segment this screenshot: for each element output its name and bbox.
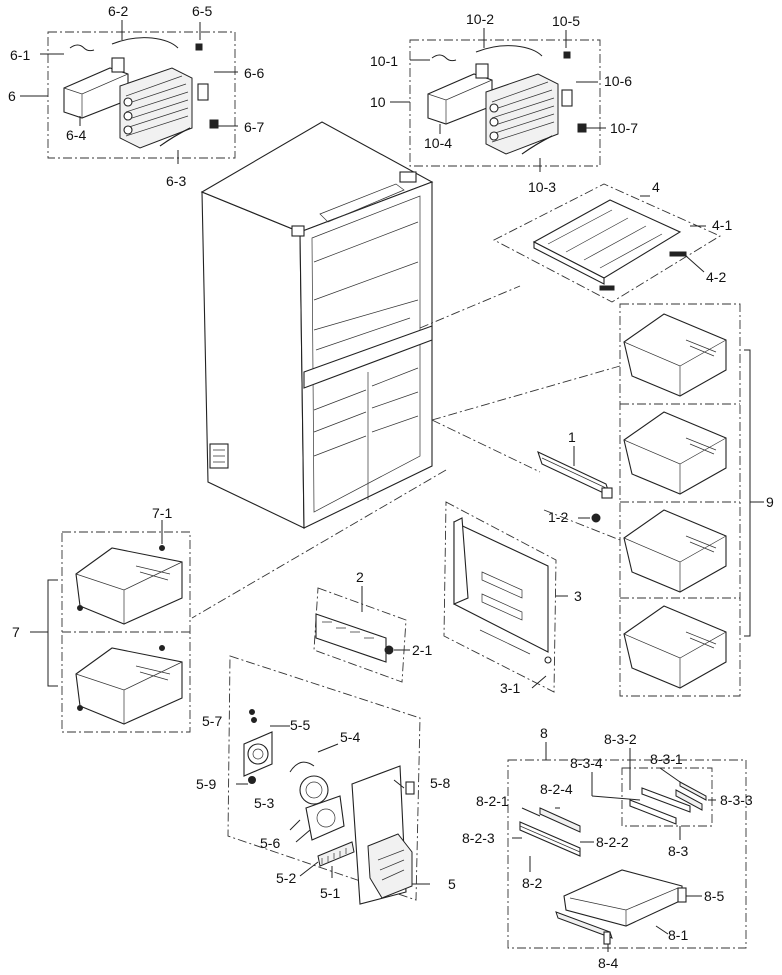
drawer-9a [623, 313, 727, 397]
label-8-5: 8-5 [704, 888, 724, 904]
label-10-3: 10-3 [528, 179, 556, 195]
label-10: 10 [370, 94, 386, 110]
group-2-control-panel: 2 2-1 [313, 569, 432, 683]
label-5: 5 [448, 876, 456, 892]
label-6: 6 [8, 88, 16, 104]
label-8-3-4: 8-3-4 [570, 755, 603, 771]
label-3-1: 3-1 [500, 680, 520, 696]
label-8-3-1: 8-3-1 [650, 751, 683, 767]
drawer-7a [75, 545, 183, 625]
label-8-1: 8-1 [668, 927, 688, 943]
label-6-7: 6-7 [244, 119, 264, 135]
group-3-divider-panel: 3 3-1 [443, 501, 582, 696]
drawer-9d [623, 605, 727, 689]
label-6-5: 6-5 [192, 3, 212, 19]
label-10-2: 10-2 [466, 11, 494, 27]
label-10-6: 10-6 [604, 73, 632, 89]
label-10-4: 10-4 [424, 135, 452, 151]
label-9: 9 [766, 494, 774, 510]
label-8-3: 8-3 [668, 843, 688, 859]
group-10-evaporator-assembly: 10-2 10-5 10-1 10-6 10 10-4 10-7 10-3 [370, 11, 638, 195]
label-5-4: 5-4 [340, 729, 360, 745]
label-8-2-2: 8-2-2 [596, 834, 629, 850]
label-7-1: 7-1 [152, 505, 172, 521]
label-7: 7 [12, 624, 20, 640]
label-3: 3 [574, 588, 582, 604]
label-8-2: 8-2 [522, 875, 542, 891]
label-5-9: 5-9 [196, 776, 216, 792]
group-6-evaporator-assembly: 6-1 6-2 6-5 6 6-6 6-4 6-7 6-3 [8, 3, 264, 189]
group-4-shelf: 4 4-1 4-2 [493, 179, 732, 303]
label-6-1: 6-1 [10, 47, 30, 63]
label-5-6: 5-6 [260, 835, 280, 851]
label-4: 4 [652, 179, 660, 195]
label-8-2-3: 8-2-3 [462, 830, 495, 846]
label-5-2: 5-2 [276, 870, 296, 886]
label-5-7: 5-7 [202, 713, 222, 729]
label-5-5: 5-5 [290, 717, 310, 733]
drawer-7b [75, 645, 183, 725]
label-1-2: 1-2 [548, 509, 568, 525]
drawer-9b [623, 411, 727, 495]
label-2: 2 [356, 569, 364, 585]
label-8-2-1: 8-2-1 [476, 793, 509, 809]
label-6-6: 6-6 [244, 65, 264, 81]
label-5-3: 5-3 [254, 795, 274, 811]
label-6-2: 6-2 [108, 3, 128, 19]
group-9-drawers: 9 [619, 303, 774, 697]
label-4-2: 4-2 [706, 269, 726, 285]
label-6-4: 6-4 [66, 127, 86, 143]
group-1-rail: 1 1-2 [537, 429, 613, 525]
label-5-1: 5-1 [320, 885, 340, 901]
group-5-fan-duct-assembly: 5-7 5-5 5-4 5-9 5-8 5-3 5-6 5-2 5-1 5 [196, 655, 456, 905]
label-1: 1 [568, 429, 576, 445]
label-8-3-3: 8-3-3 [720, 792, 753, 808]
label-10-1: 10-1 [370, 53, 398, 69]
label-8-4: 8-4 [598, 955, 618, 971]
label-4-1: 4-1 [712, 217, 732, 233]
label-10-7: 10-7 [610, 120, 638, 136]
label-5-8: 5-8 [430, 775, 450, 791]
group-7-freezer-drawers: 7-1 7 [12, 505, 191, 733]
group-8-tray-assembly: 8 8-3-2 8-3-4 8-3-1 8-2-4 8-2-1 8-3-3 8-… [462, 725, 753, 971]
label-8-3-2: 8-3-2 [604, 731, 637, 747]
label-2-1: 2-1 [412, 642, 432, 658]
refrigerator-cabinet [200, 121, 434, 529]
label-8: 8 [540, 725, 548, 741]
drawer-9c [623, 509, 727, 593]
label-6-3: 6-3 [166, 173, 186, 189]
leader-dash-lines [191, 285, 621, 619]
label-10-5: 10-5 [552, 13, 580, 29]
label-8-2-4: 8-2-4 [540, 781, 573, 797]
